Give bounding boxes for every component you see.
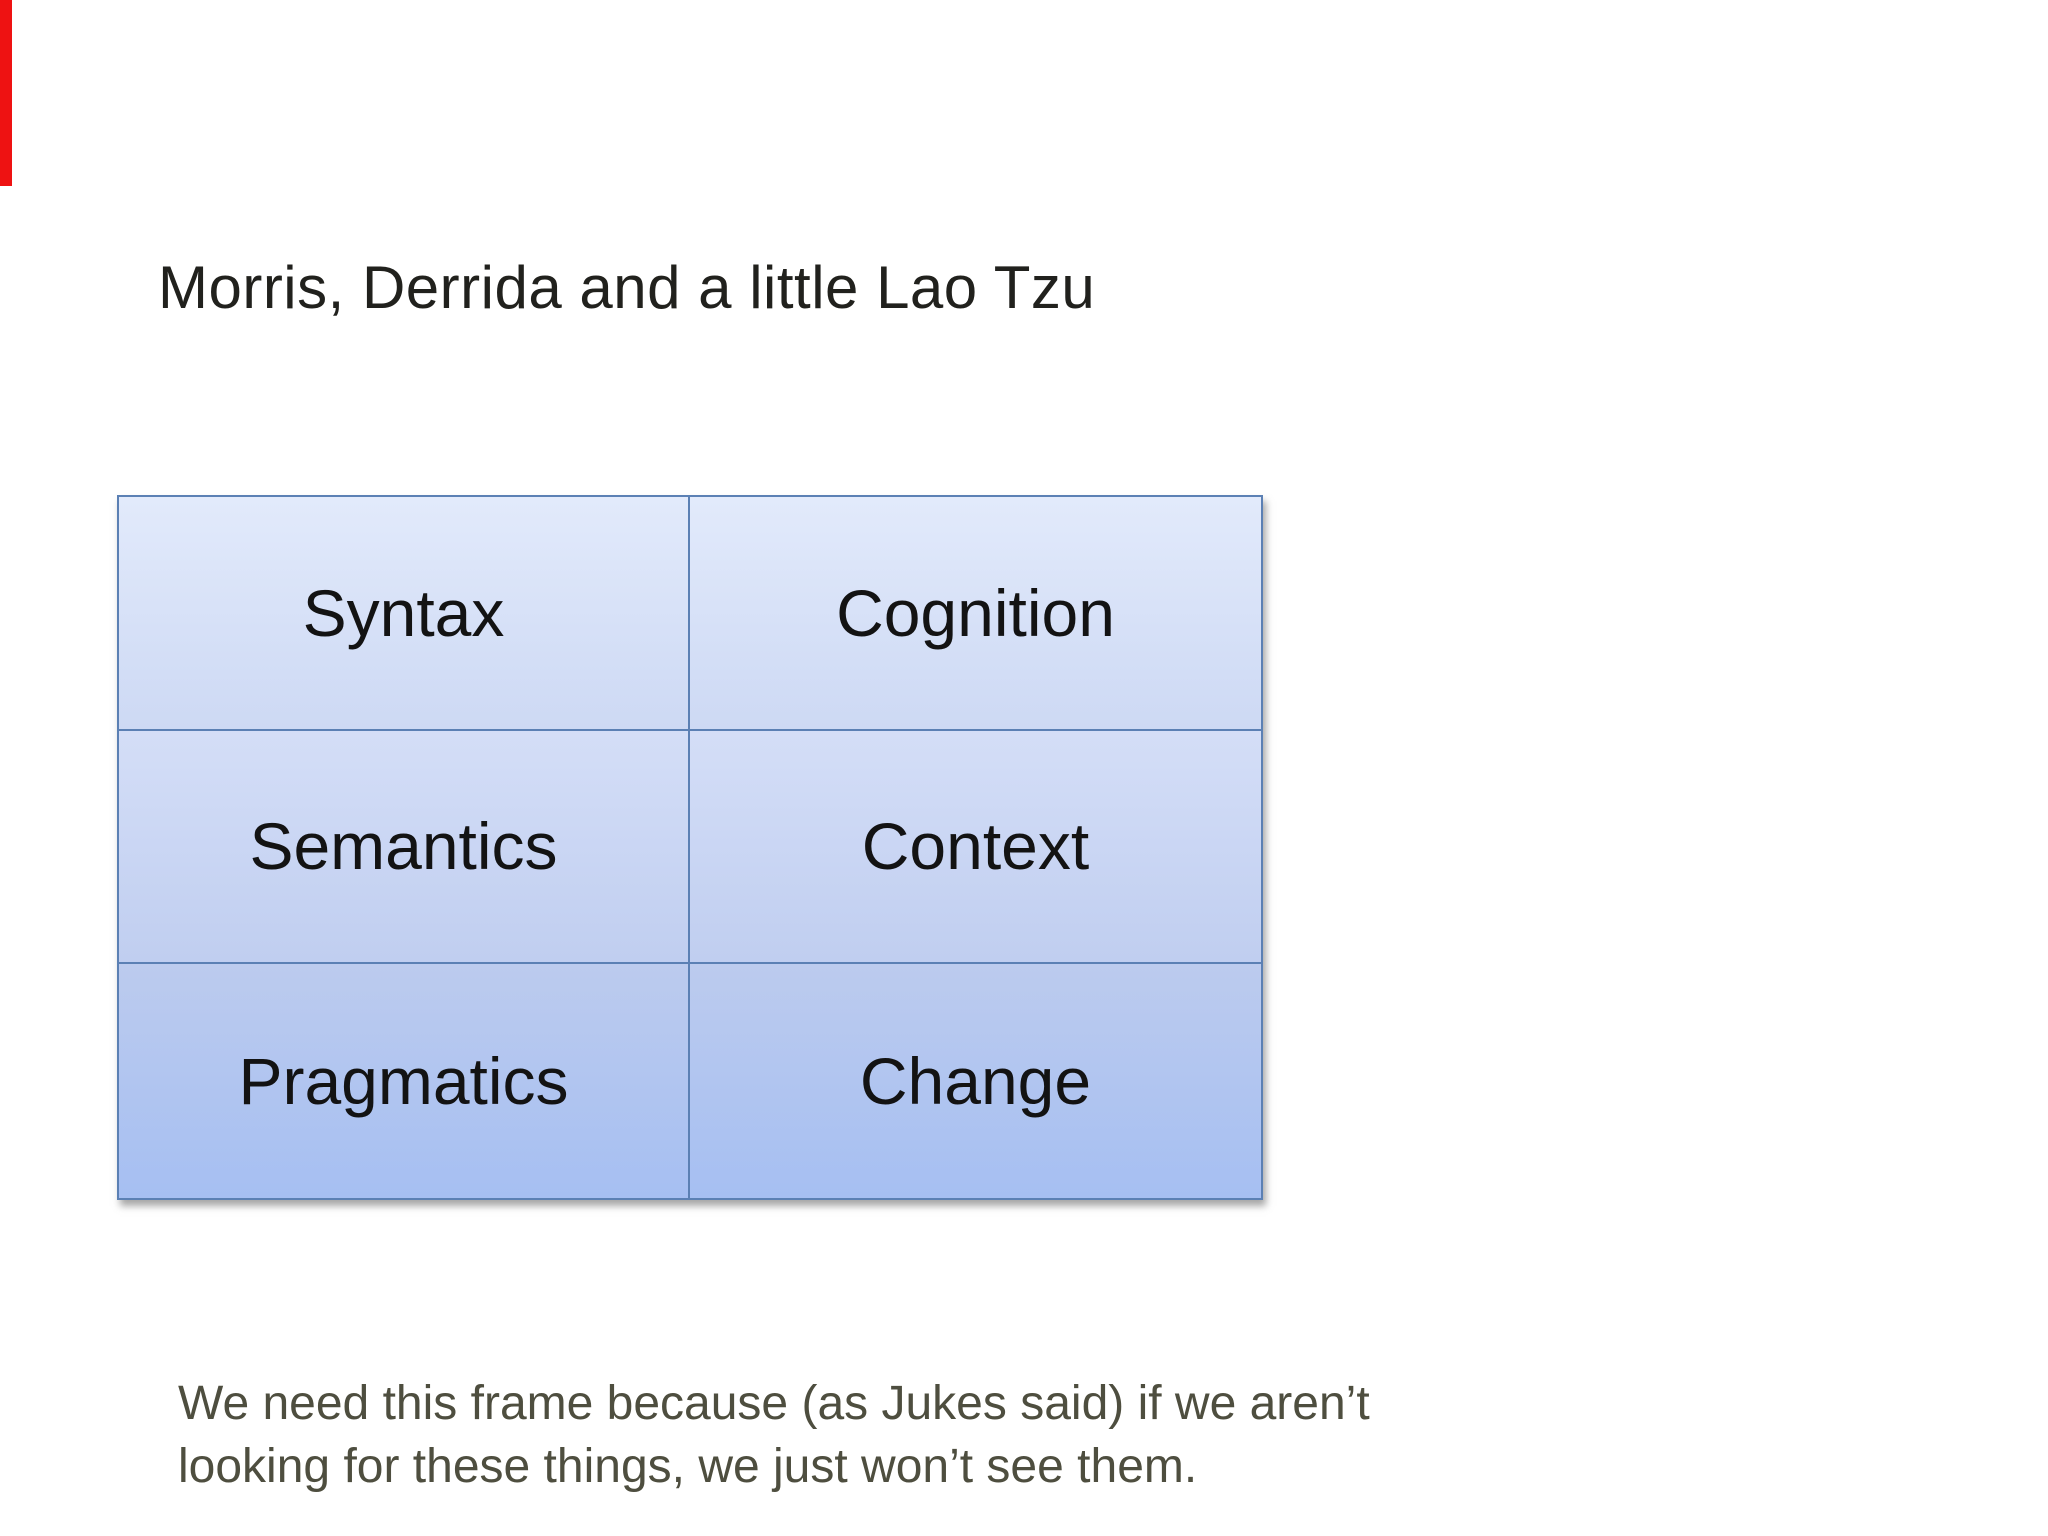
red-marker-strip	[0, 0, 12, 186]
footnote: We need this frame because (as Jukes sai…	[178, 1372, 1370, 1498]
footnote-line-1: We need this frame because (as Jukes sai…	[178, 1377, 1370, 1430]
table-cell-pragmatics: Pragmatics	[119, 964, 690, 1198]
table-cell-syntax: Syntax	[119, 497, 690, 731]
footnote-line-2: looking for these things, we just won’t …	[178, 1440, 1198, 1493]
semiotic-frame-table: Syntax Cognition Semantics Context Pragm…	[117, 495, 1263, 1200]
table-cell-semantics: Semantics	[119, 730, 690, 965]
table-cell-change: Change	[690, 964, 1261, 1198]
table-cell-cognition: Cognition	[690, 497, 1261, 731]
table-cell-context: Context	[690, 730, 1261, 965]
slide-title: Morris, Derrida and a little Lao Tzu	[158, 254, 1096, 321]
